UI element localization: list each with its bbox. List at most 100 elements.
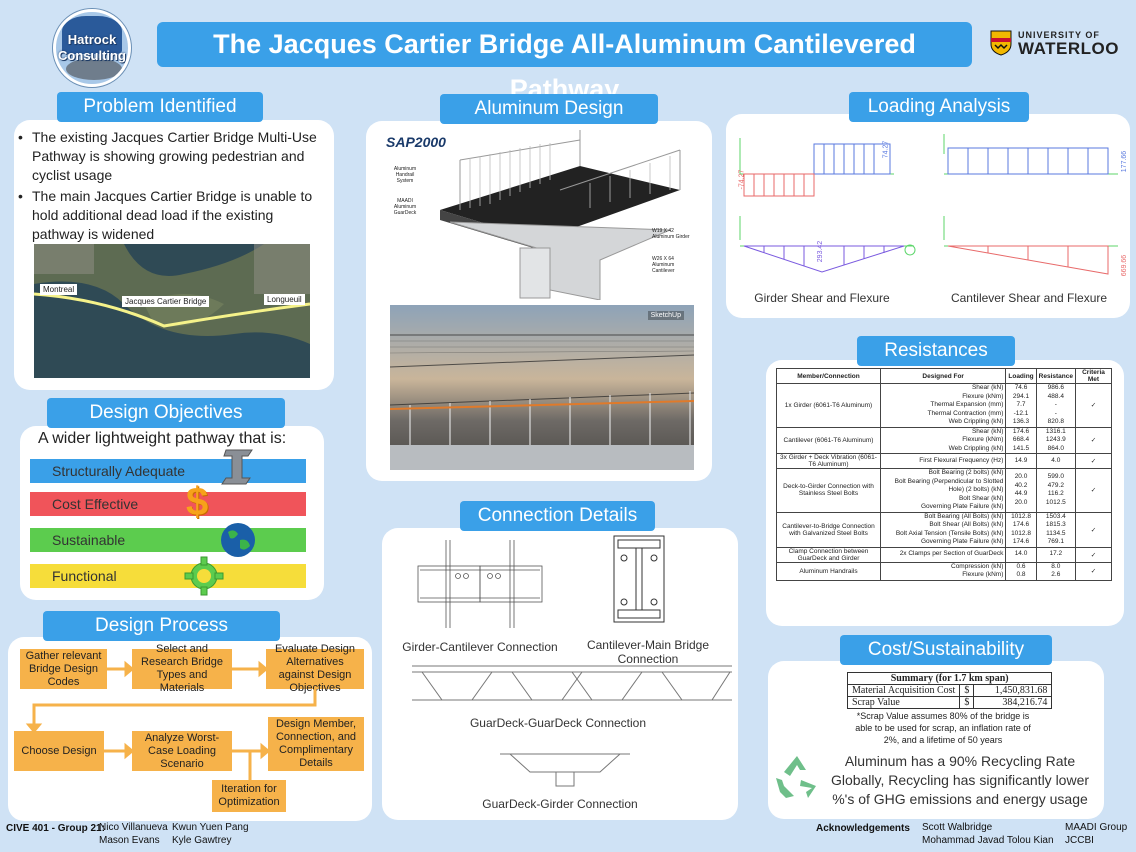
university-of-text: UNIVERSITY OF: [1018, 30, 1100, 40]
designed-value: Compression (kN): [951, 562, 1004, 570]
ack-col2: MAADI Group JCCBI: [1065, 821, 1127, 847]
caption-girder-loading: Girder Shear and Flexure: [754, 291, 890, 305]
recycling-text: Aluminum has a 90% Recycling Rate Global…: [830, 753, 1090, 807]
designed-value: Web Crippling (kN): [948, 418, 1004, 425]
designed-value: Governing Plate Failure (kN): [921, 538, 1004, 545]
cell-met: ✓: [1074, 453, 1113, 469]
cell-designed: Bolt Bearing (2 bolts) (kN)Bolt Bearing …: [879, 468, 1007, 513]
girder-shear-diagram: [739, 138, 894, 197]
loading-value: 20.0: [1014, 498, 1028, 506]
resistance-value: 1243.9: [1045, 436, 1066, 443]
sketchup-render: SketchUp: [390, 305, 694, 470]
designed-value: First Flexural Frequency (Hz): [919, 456, 1004, 464]
caption-girder-cantilever: Girder-Cantilever Connection: [402, 640, 558, 654]
recycle-icon: [776, 756, 816, 798]
girder-cantilever-drawing: [417, 540, 543, 628]
logo-line-1: Hatrock: [67, 32, 117, 47]
value-label: 74.27: [882, 140, 890, 159]
map-label-montreal: Montreal: [40, 284, 78, 295]
waterloo-crest-icon: [990, 30, 1012, 56]
map-label-longueuil: Longueuil: [264, 294, 305, 305]
sketchup-logo: SketchUp: [647, 311, 684, 320]
cell-designed: Shear (kN)Flexure (kNm)Thermal Expansion…: [879, 383, 1007, 428]
loading-value: 294.1: [1012, 392, 1030, 400]
loading-value: 0.8: [1016, 571, 1026, 578]
cell-designed: 2x Clamps per Section of GuarDeck: [879, 546, 1007, 563]
table-row: Deck-to-Girder Connection with Stainless…: [776, 468, 1113, 513]
resistance-value: -: [1054, 401, 1057, 408]
guardeck-guardeck-drawing: [412, 665, 732, 701]
table-row: Cantilever-to-Bridge Connection with Gal…: [776, 511, 1113, 548]
problem-bullet: The existing Jacques Cartier Bridge Mult…: [18, 128, 318, 185]
value-label: 669.66: [1121, 254, 1129, 277]
waterloo-text: WATERLOO: [1018, 39, 1119, 58]
caption-cantilever-main: Cantilever-Main Bridge Connection: [586, 638, 710, 666]
resistance-value: 2.6: [1051, 571, 1061, 578]
designed-value: Bolt Shear (kN): [958, 494, 1004, 502]
objective-label: Sustainable: [52, 532, 126, 548]
railing-graphic: [390, 334, 694, 470]
loading-value: 1012.8: [1011, 512, 1031, 520]
caption-guardeck-guardeck: GuarDeck-GuarDeck Connection: [469, 716, 647, 730]
column-header: Member/Connection: [776, 368, 881, 384]
designed-value: Bolt Bearing (Perpendicular to Slotted H…: [894, 477, 1004, 494]
resistance-value: 1316.1: [1045, 427, 1066, 435]
resistance-table: Member/Connection Designed For Loading R…: [776, 368, 1113, 581]
table-row: Material Acquisition Cost $ 1,450,831.68: [846, 684, 1053, 697]
resistance-table-wrap: Member/Connection Designed For Loading R…: [776, 368, 1113, 581]
loading-value: 20.0: [1014, 473, 1028, 481]
member-name: Kyle Gawtrey: [172, 835, 232, 846]
resistance-value: 488.4: [1047, 392, 1064, 400]
resistance-value: 4.0: [1051, 456, 1061, 464]
loading-value: 40.2: [1014, 481, 1028, 489]
process-step: Iteration for Optimization: [212, 780, 286, 812]
process-heading: Design Process: [43, 611, 280, 641]
resistance-value: 116.2: [1047, 490, 1064, 498]
loading-value: 174.6: [1012, 521, 1030, 528]
cell-designed: Shear (kN)Flexure (kNm)Web Crippling (kN…: [879, 426, 1007, 454]
logo-line-2: Consulting: [58, 48, 126, 63]
cost-table-title: Summary (for 1.7 km span): [846, 672, 1053, 685]
caption-guardeck-girder: GuarDeck-Girder Connection: [482, 797, 638, 811]
cost-value: 1,450,831.68: [973, 684, 1053, 697]
cell-loading: 14.0: [1005, 546, 1037, 563]
guardeck-girder-drawing: [500, 753, 630, 787]
cell-met: ✓: [1074, 383, 1113, 428]
scrap-note: *Scrap Value assumes 80% of the bridge i…: [855, 711, 1031, 745]
table-row: Cantilever (6061-T6 Aluminum)Shear (kN)F…: [776, 426, 1113, 454]
resistance-value: 1012.5: [1045, 498, 1066, 506]
cantilever-bridge-drawing: [613, 535, 665, 623]
cell-member: Cantilever (6061-T6 Aluminum): [776, 426, 881, 454]
cell-resistance: 4.0: [1035, 453, 1076, 469]
cost-heading: Cost/Sustainability: [840, 635, 1052, 665]
process-step: Design Member, Connection, and Complimen…: [268, 717, 364, 771]
resistance-value: 599.0: [1047, 473, 1064, 481]
cell-member: 3x Girder + Deck Vibration (6061-T6 Alum…: [776, 453, 881, 469]
cell-met: ✓: [1074, 546, 1113, 563]
objectives-heading: Design Objectives: [47, 398, 285, 428]
cell-met: ✓: [1074, 511, 1113, 548]
currency: $: [959, 696, 975, 709]
acknowledgements-label: Acknowledgements: [816, 823, 910, 834]
resistance-value: 769.1: [1047, 538, 1064, 545]
table-row: Scrap Value $ 384,216.74: [846, 696, 1053, 709]
map-label-bridge: Jacques Cartier Bridge: [122, 296, 210, 307]
members-col1: Nico Villanueva Mason Evans: [99, 821, 168, 847]
resistance-value: 1503.4: [1045, 512, 1066, 520]
value-label: 293.42: [817, 240, 825, 263]
loading-value: 141.5: [1012, 444, 1030, 452]
loading-value: 1012.8: [1011, 529, 1031, 537]
loading-value: -12.1: [1013, 409, 1029, 417]
objective-label: Functional: [52, 568, 117, 584]
loading-value: 7.7: [1016, 401, 1026, 408]
aluminum-heading: Aluminum Design: [440, 94, 658, 124]
ack-col1: Scott Walbridge Mohammad Javad Tolou Kia…: [922, 821, 1054, 847]
resistance-value: 1815.3: [1045, 521, 1066, 528]
member-name: Mason Evans: [99, 835, 160, 846]
process-step: Gather relevant Bridge Design Codes: [20, 649, 107, 689]
